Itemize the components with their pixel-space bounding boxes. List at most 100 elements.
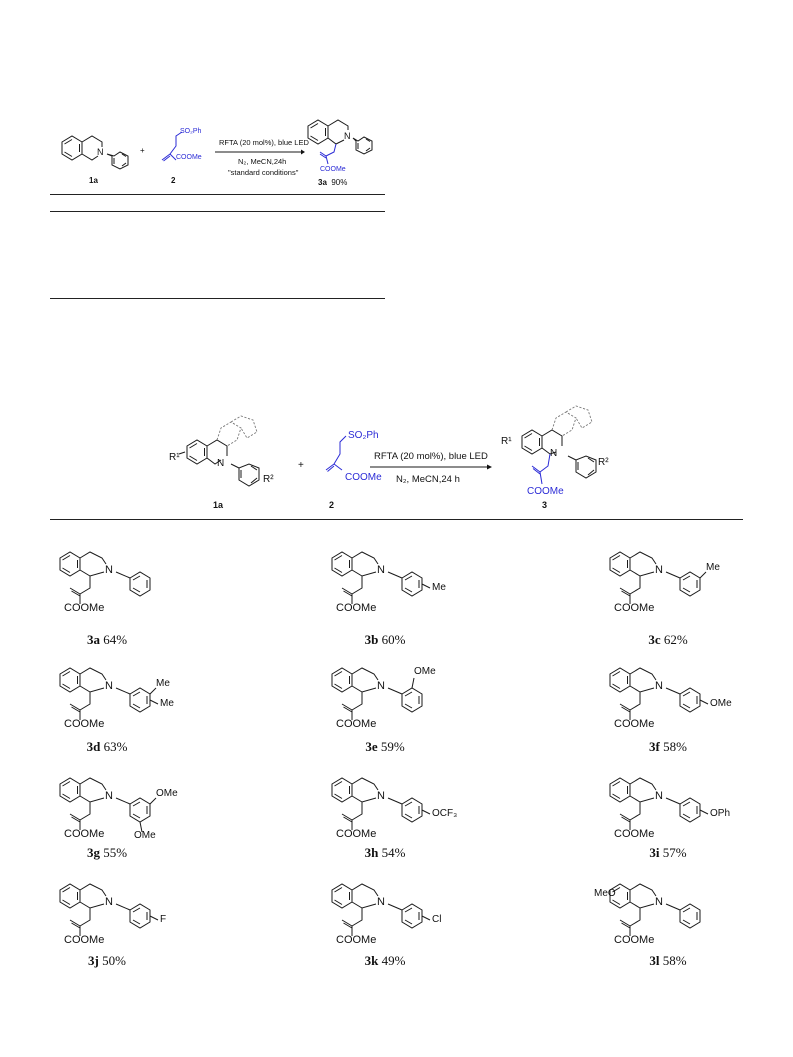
compound-caption: 3f 58%	[649, 739, 687, 755]
ester-label: COOMe	[336, 828, 377, 840]
n-atom: N	[655, 564, 663, 576]
structure-1a-scheme1: N	[61, 135, 129, 170]
compound-caption: 3l 58%	[649, 953, 686, 969]
structure-3f	[609, 667, 709, 720]
n-atom-product: N	[550, 448, 558, 459]
compound-id: 3f	[649, 739, 660, 754]
ester-label: COOMe	[336, 602, 377, 614]
compound-caption: 3k 49%	[365, 953, 406, 969]
substituent-label: Me	[706, 562, 720, 573]
substituent-label: OCF₃	[432, 808, 458, 819]
structure-3e	[331, 667, 423, 720]
structure-3g	[59, 777, 157, 833]
compound-id: 3l	[649, 953, 660, 968]
reagent-ester-label-2: COOMe	[345, 472, 382, 483]
conditions2-line-1: RFTA (20 mol%), blue LED	[374, 451, 488, 462]
product-yield: 90%	[331, 178, 348, 187]
compound-id: 3c	[648, 632, 661, 647]
compound-yield: 55%	[103, 845, 128, 860]
ester-label: COOMe	[64, 828, 105, 840]
compound-yield: 49%	[381, 953, 406, 968]
substituent-label: Me	[156, 678, 170, 689]
compound-yield: 63%	[103, 739, 128, 754]
ester-label: COOMe	[614, 934, 655, 946]
plus-sign: +	[140, 146, 145, 155]
structure-3h	[331, 777, 431, 830]
rule-bottom	[50, 298, 385, 299]
n-atom: N	[344, 131, 351, 141]
substituent-label: OMe	[156, 788, 178, 799]
n-atom: N	[377, 896, 385, 908]
r1-label: R¹	[169, 452, 180, 463]
conditions-line-1: RFTA (20 mol%), blue LED	[219, 138, 309, 147]
n-atom: N	[655, 680, 663, 692]
reaction-arrow-2	[370, 464, 492, 470]
compound-caption: 3h 54%	[365, 845, 406, 861]
n-atom: N	[105, 680, 113, 692]
compound-caption: 3d 63%	[87, 739, 128, 755]
reagent-label-2: 2	[171, 176, 176, 185]
structure-3a	[59, 551, 151, 604]
compound-caption: 3j 50%	[88, 953, 126, 969]
rule-scope	[50, 519, 743, 520]
structure-3j	[59, 883, 159, 936]
substituent-label: Me	[432, 582, 446, 593]
substituent-label-2: Me	[160, 698, 174, 709]
plus-sign-2: +	[298, 460, 304, 471]
substituent-label: OMe	[414, 666, 436, 677]
n-atom: N	[105, 896, 113, 908]
compound-id: 3g	[86, 845, 100, 860]
compound-yield: 57%	[662, 845, 687, 860]
reagent-label-2-general: 2	[329, 500, 335, 510]
reagent-sulfonyl-label: SO₂Ph	[180, 128, 202, 135]
ester-label: COOMe	[64, 602, 105, 614]
r2-label-product: R²	[598, 457, 609, 468]
structure-general-1	[178, 415, 260, 487]
reagent-ester-label: COOMe	[176, 154, 202, 161]
n-atom: N	[97, 147, 104, 157]
structure-3b	[331, 551, 431, 604]
compound-yield: 50%	[102, 953, 126, 968]
structure-3d	[59, 667, 159, 720]
sm-label-1a-general: 1a	[213, 500, 224, 510]
structure-3a-scheme1: N	[307, 119, 373, 165]
conditions2-line-2: N₂, MeCN,24 h	[396, 474, 460, 485]
compound-id: 3a	[86, 632, 100, 647]
product-label-row: 3a 90%	[318, 178, 347, 187]
ring-substituent-label: MeO	[594, 888, 616, 899]
n-atom: N	[377, 680, 385, 692]
compound-yield: 58%	[663, 739, 687, 754]
compound-id: 3h	[364, 845, 379, 860]
rule-header	[50, 211, 385, 212]
ester-label: COOMe	[336, 718, 377, 730]
compound-id: 3d	[86, 739, 101, 754]
ester-label: COOMe	[64, 934, 105, 946]
n-atom: N	[105, 790, 113, 802]
ester-label: COOMe	[336, 934, 377, 946]
product-ester-label: COOMe	[320, 166, 346, 173]
compound-caption: 3g 55%	[87, 845, 127, 861]
compound-id: 3i	[649, 845, 660, 860]
compound-yield: 58%	[662, 953, 687, 968]
compound-caption: 3b 60%	[365, 632, 406, 648]
structure-general-3	[521, 405, 597, 485]
compound-caption: 3a 64%	[87, 632, 127, 648]
structure-3c	[609, 551, 707, 604]
structure-3i	[609, 777, 709, 830]
ester-label: COOMe	[614, 828, 655, 840]
sm-label-1a: 1a	[89, 176, 98, 185]
compound-caption: 3e 59%	[365, 739, 404, 755]
substituent-label: OMe	[710, 698, 732, 709]
r1-label-product: R¹	[501, 436, 512, 447]
reagent-sulfonyl-label-2: SO₂Ph	[348, 430, 379, 441]
compound-yield: 54%	[381, 845, 406, 860]
n-atom: N	[655, 790, 663, 802]
substituent-label: F	[160, 914, 167, 925]
structure-3k	[331, 883, 431, 936]
n-atom: N	[377, 564, 385, 576]
r2-label: R²	[263, 474, 274, 485]
compound-yield: 60%	[381, 632, 406, 647]
ester-label: COOMe	[614, 602, 655, 614]
product-label-3a: 3a	[318, 178, 327, 187]
substituent-label: OPh	[710, 808, 731, 819]
